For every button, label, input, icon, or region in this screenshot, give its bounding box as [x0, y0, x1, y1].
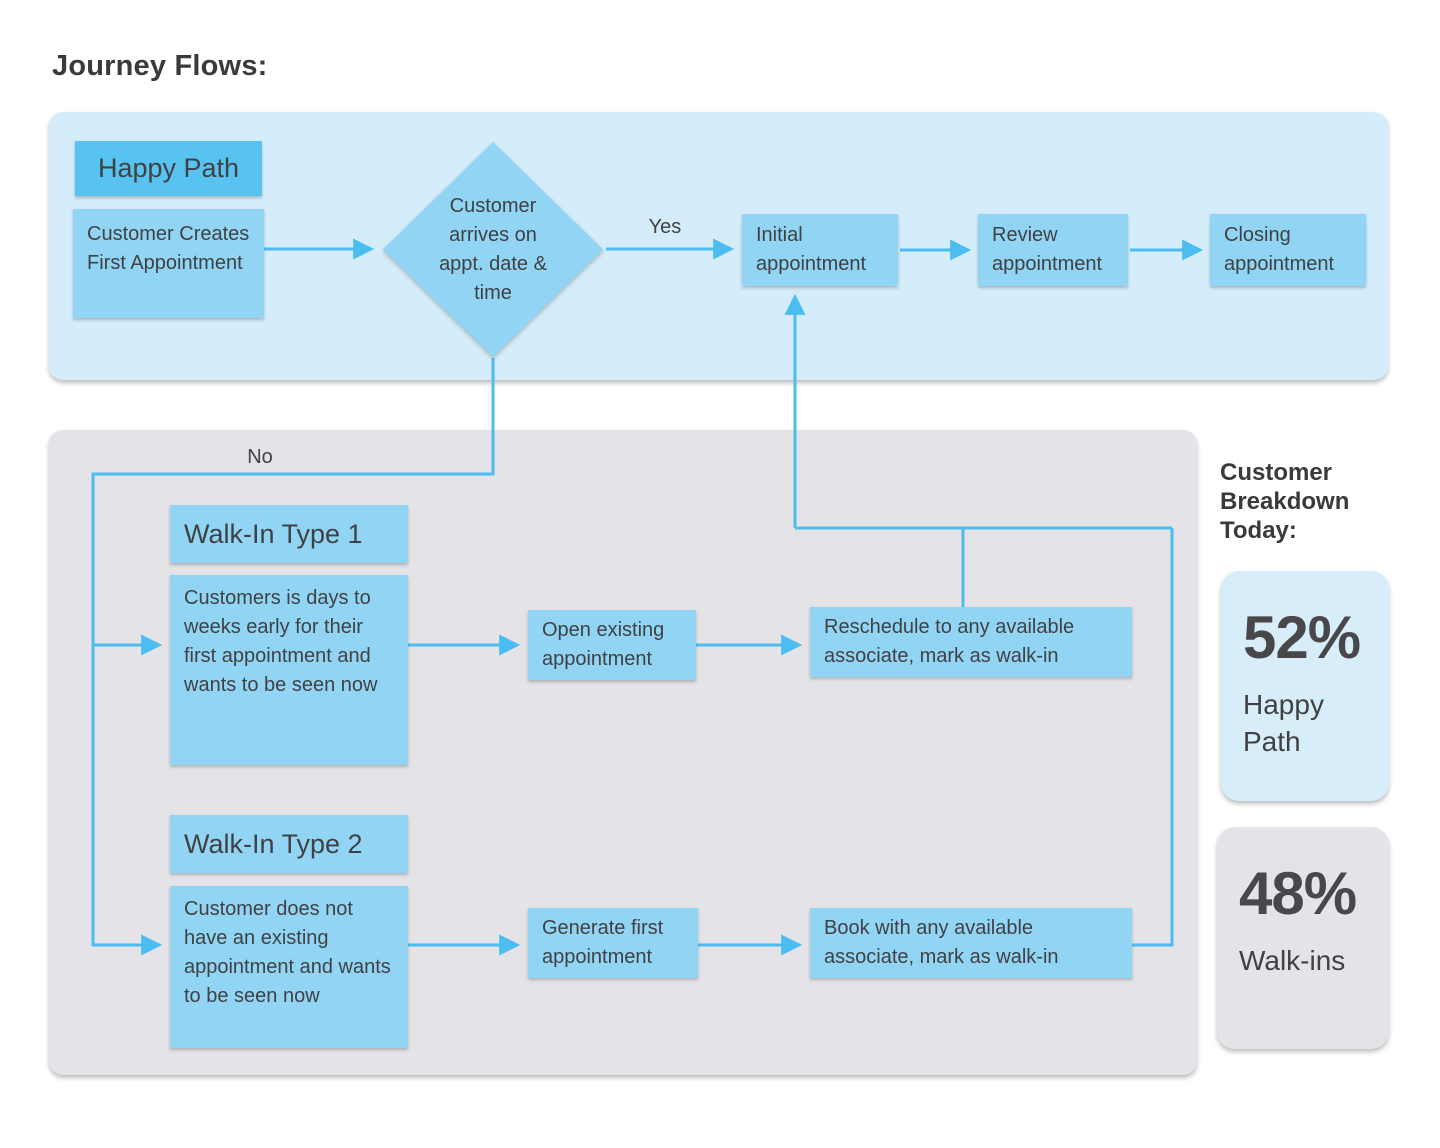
decision-label: Customer arrives on appt. date & time [439, 194, 547, 304]
decision-diamond-shape: Customer arrives on appt. date & time [383, 142, 603, 357]
stat-card-happy-path: 52% Happy Path [1221, 571, 1389, 801]
node-review-appointment: Review appointment [978, 214, 1128, 286]
happy-path-stat-label: Happy Path [1243, 689, 1324, 757]
node-generate-first-appointment: Generate first appointment [528, 908, 698, 978]
happy-path-percentage: 52% [1243, 604, 1361, 671]
happy-path-badge: Happy Path [75, 141, 262, 196]
walk-in-type-1-description: Customers is days to weeks early for the… [170, 575, 408, 765]
page-title: Journey Flows: [52, 50, 268, 82]
walk-in-type-2-header: Walk-In Type 2 [170, 815, 408, 873]
node-customer-creates-first-appointment: Customer Creates First Appointment [73, 209, 264, 318]
stat-card-walk-ins: 48% Walk-ins [1217, 827, 1389, 1049]
edge-label-no: No [247, 446, 273, 468]
node-book-walk-in: Book with any available associate, mark … [810, 908, 1132, 978]
walk-ins-stat-label: Walk-ins [1239, 945, 1346, 976]
edge-label-yes: Yes [648, 216, 682, 238]
node-closing-appointment: Closing appointment [1210, 214, 1366, 286]
decision-customer-arrives: Customer arrives on appt. date & time [383, 142, 603, 357]
node-initial-appointment: Initial appointment [742, 214, 898, 286]
customer-breakdown-heading: Customer Breakdown Today: [1220, 459, 1350, 544]
walk-in-type-2-description: Customer does not have an existing appoi… [170, 886, 408, 1048]
walk-in-type-1-header: Walk-In Type 1 [170, 505, 408, 563]
walk-ins-percentage: 48% [1239, 860, 1357, 927]
node-open-existing-appointment: Open existing appointment [528, 610, 696, 680]
node-reschedule-walk-in: Reschedule to any available associate, m… [810, 607, 1132, 677]
